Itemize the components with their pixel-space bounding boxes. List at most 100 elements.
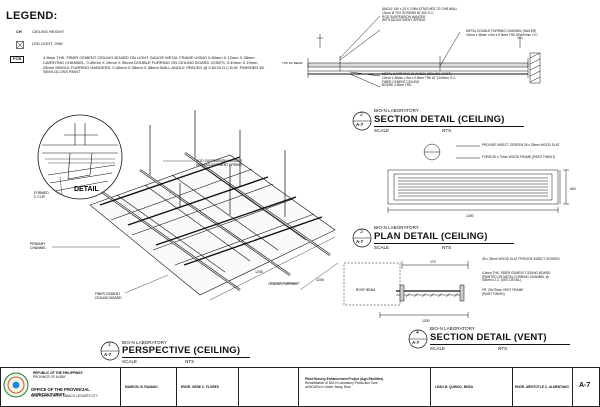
fiber-cement-note: FIBER CEMENT [95,292,120,296]
perspective-caption: BIO-N LABORATORY 1 A-7 PERSPECTIVE (CEIL… [100,340,250,366]
project-location: at BIOATech Center, Albay, Bicol [305,385,351,389]
section-ceiling-title: SECTION DETAIL (CEILING) [374,114,505,125]
plan-ceiling-caption: BIO-N LABORATORY 3 A-7 PLAN DETAIL (CEIL… [352,225,527,251]
checked-cell: ENGR. GENE C. FLORES [177,368,239,406]
project-subtitle: Rehabilitation of BIO-N Laboratory Produ… [305,381,378,385]
perspective-number: 1 [108,342,111,348]
fiber-board-note: 4.5mm THK. FIBER CEMENT CEILING BOARD [482,270,551,275]
plan-ceiling-title: PLAN DETAIL (CEILING) [374,231,488,242]
project-cell: Plant Nursery Enhancement Project (Agri-… [299,368,431,406]
section-ceiling-scale-label: SCALE [374,128,390,133]
rod-suspension-note: ROD SUSPENSION HANGER [382,14,426,19]
double-furring-note: METAL DOUBLE FURRING CHANNEL (NAILER) [466,29,537,33]
sheet-cell: A-7 [573,368,599,406]
checked-by-name: ENGR. GENE C. FLORES [181,385,219,389]
perspective-dim-2: 1200 [316,278,324,282]
double-furring-spec: 12mm x 38mm x 5m x 0.8mm THK AT 400mm O.… [466,32,539,37]
approved-cell: LEAH M. QUINGO, MNSA [431,368,513,406]
section-vent-scale-label: SCALE [430,346,446,351]
vent-paint-note: (PAINT FINISH) [482,291,505,296]
led-light-label: LED LIGHT, 20W [32,41,63,46]
top-of-beam-label: TOP OF BEAM [282,61,303,65]
project-name: Plant Nursery Enhancement Project (Agri-… [305,377,384,381]
perspective-sheet: A-7 [104,352,112,357]
title-block: REPUBLIC OF THE PHILIPPINES PROVINCE OF … [0,367,600,407]
plan-ceiling-sheet: A-7 [356,239,364,244]
formed-note: FORMED [34,191,49,195]
section-vent-title-rule [430,344,570,345]
insect-screen-note: PROVIDE INSECT SCREEN 25 x 25mm WOOD SLA… [482,143,560,147]
section-vent-number: 4 [416,330,419,336]
provincial-seal-icon [3,372,29,398]
furring-spacing-note: 400mm O.C. (SEE DETAIL) [482,278,522,283]
vent-dim-170: 170 [430,260,436,264]
plan-ceiling-scale-label: SCALE [374,245,390,250]
section-ceiling-callout-bubble [352,111,372,131]
section-ceiling-notes-bottom: METAL CARRYING CHANNEL (CEILING JOIST) 1… [382,72,522,88]
fiber-cement-note: FIBER CEMENT CEILING [382,79,420,84]
board-thickness-note: BOARD 4.5mm THK. [382,83,413,88]
perspective-title-rule [122,357,250,358]
fcb-symbol: FCB [10,56,25,63]
approved-name: LEAH M. QUINGO, MNSA [435,385,474,389]
section-ceiling-drawing: TOP OF BEAM [282,15,541,88]
plan-dim-1200: 1200 [466,214,474,218]
c-clip-note: C CLIP [34,195,46,199]
plan-ceiling-drawing: 600 1200 [387,143,576,218]
section-ceiling-number: 2 [360,112,363,118]
carrying-channel-spec: 12mm x 38mm x 5m x 0.8mm THK AT 1200mm O… [382,75,457,80]
led-light-icon [16,41,24,49]
legend-title: LEGEND: [6,10,58,22]
blank-cell-1 [239,368,299,406]
owner-cell: REPUBLIC OF THE PHILIPPINES PROVINCE OF … [1,368,121,406]
fcb-description: 4.5mm THK. FIBER CEMENT CEILING BOARD ON… [43,55,265,75]
adjustment-spring-note: WITH ADJUSTMENT SPRING [382,18,426,23]
plan-ceiling-scale-value: NTS [442,245,452,250]
section-vent-scale-value: NTS [498,346,508,351]
vent-frame-note: FR. 25x75mm VENT FRAME [482,288,524,293]
primary-note: PRIMARY [30,242,46,246]
plan-ceiling-callout-bubble [352,228,372,248]
perspective-project: BIO-N LABORATORY [122,340,167,345]
detail-label: DETAIL [74,186,99,193]
section-ceiling-project: BIO-N LABORATORY [374,108,419,113]
metal-furring-note: (PAINTED ON METAL FURRING CHANNEL @ [482,274,549,279]
section-ceiling-scale-value: NTS [442,128,452,133]
channel-note: CHANNEL [30,246,46,250]
section-ceiling-notes-top: ANGLE L50 x 20 X 2 MM ATTACHED TO CHB WA… [382,7,502,23]
owner-office: OFFICE OF THE PROVINCIAL AGRICULTURIST [31,387,90,397]
noted-cell: ENGR. ARISTOTLE C. ALMENTANO [513,368,573,406]
section-vent-notes: 25 x 25mm WOOD SLAT PROVIDE INSECT SCREE… [482,257,597,297]
section-vent-sheet: A-7 [412,340,420,345]
plan-ceiling-title-rule [374,243,514,244]
perspective-dim-1: 1200 [255,270,263,274]
rod-hanger-note: ROD SUSPENSION HANGER [196,159,243,163]
section-ceiling-caption: BIO-N LABORATORY 2 A-7 SECTION DETAIL (C… [352,108,527,134]
sheet-number: A-7 [579,382,591,389]
section-vent-drawing: ROOF BEAM 170 1200 [343,260,469,323]
adjust-spring-note: WITH ADJUSTMENT SPRING [196,163,242,167]
section-ceiling-title-rule [374,126,524,127]
perspective-drawing: DETAIL ROD SUSPENSION HANGER WITH ADJUST… [30,110,339,301]
perspective-scale-label: SCALE [122,359,138,364]
wood-frame-note: FORM 25 x 75mm WOOD FRAME (PAINT FINISH) [482,154,555,159]
carrying-channel-note: METAL CARRYING CHANNEL (CEILING JOIST) [382,72,452,76]
wood-slat-note: 25 x 25mm WOOD SLAT PROVIDE INSECT SCREE… [482,257,560,261]
section-vent-project: BIO-N LABORATORY [430,326,475,331]
owner-line-1: REPUBLIC OF THE PHILIPPINES [33,371,83,375]
owner-line-2: PROVINCE OF ALBAY [33,375,66,379]
perspective-scale-value: NTS [185,359,195,364]
tex-screw-note: 12mm Ø TEX SCREWS AT 400 O.C. [382,10,435,15]
perspective-callout-bubble [100,341,120,361]
section-vent-caption: BIO-N LABORATORY 4 A-7 SECTION DETAIL (V… [408,326,583,352]
ceiling-board-note: CEILING BOARD [95,296,122,300]
vent-dim-1200: 1200 [422,319,430,323]
ceiling-height-symbol: CH [16,29,22,34]
roof-beam-label: ROOF BEAM [356,288,375,292]
owner-location: NEW CAPITOL SITE, TABACO LEGAZPI CITY [31,394,98,398]
section-vent-callout-bubble [408,329,428,349]
plan-ceiling-project: BIO-N LABORATORY [374,225,419,230]
section-ceiling-notes-right: METAL DOUBLE FURRING CHANNEL (NAILER) 12… [466,29,596,38]
noted-name: ENGR. ARISTOTLE C. ALMENTANO [515,385,569,389]
plan-ceiling-number: 3 [360,229,363,235]
